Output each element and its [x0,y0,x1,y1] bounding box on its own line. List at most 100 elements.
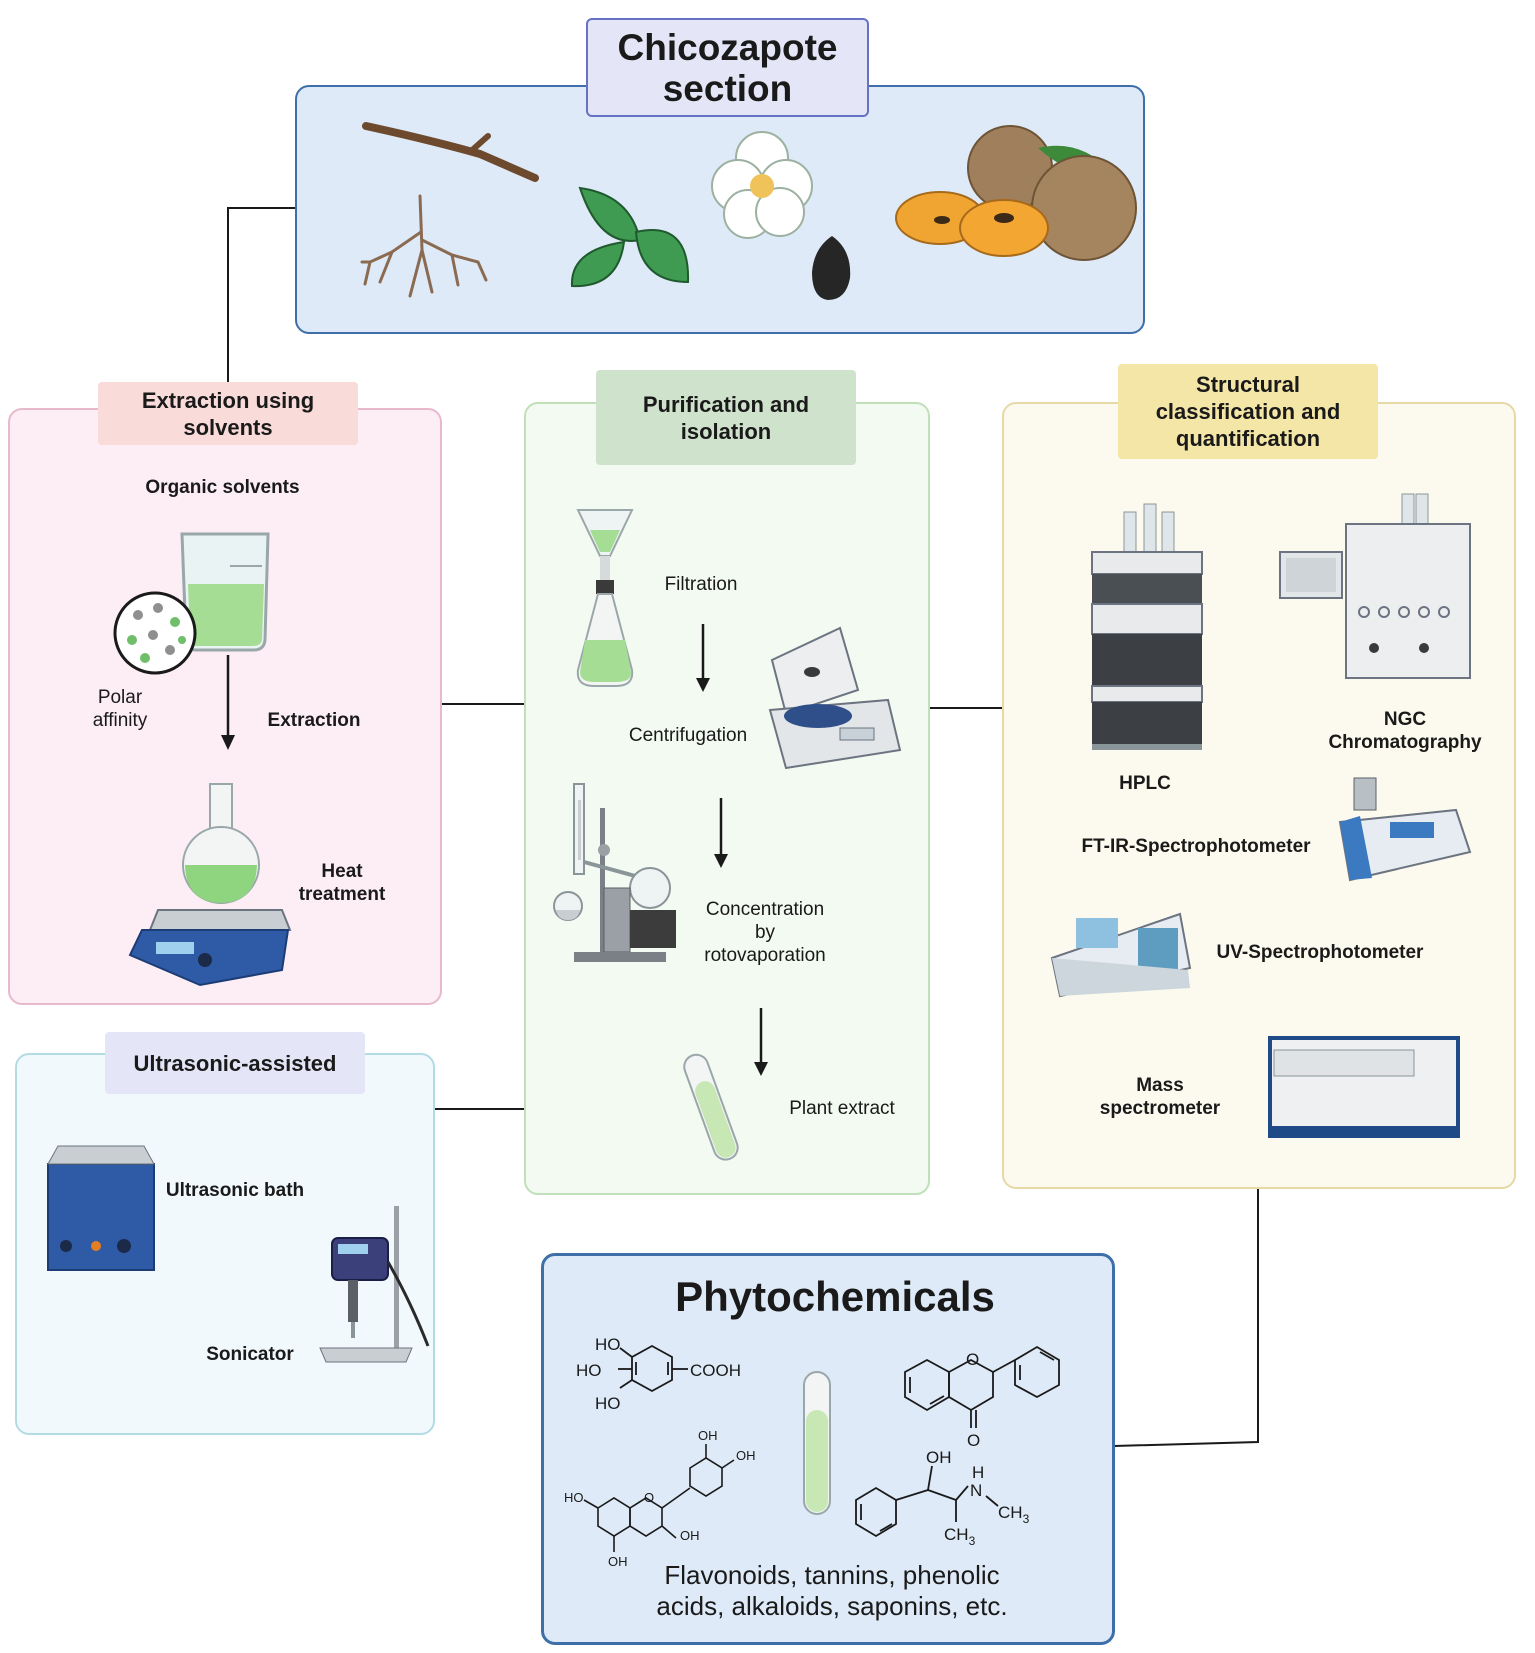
gallic-ho-1: HO [595,1335,621,1354]
structural-tag: Structural classification and quantifica… [1118,364,1378,459]
plant-extract-label: Plant extract [789,1098,895,1119]
centrifugation-label: Centrifugation [628,725,748,746]
sonicator-icon [319,1206,430,1363]
ephedrine-ch3-a: CH3 [998,1503,1030,1526]
title-line-2: section [662,67,793,109]
flask-on-hotplate-icon [128,783,292,987]
phytochemicals-title: Phytochemicals [675,1273,995,1320]
phyto-test-tube-icon [803,1371,831,1515]
glycoside-structure [583,1444,735,1552]
conc-line-3: rotovaporation [704,945,826,966]
chicozapote-title: Chicozapote section [586,18,869,117]
mass-spectrometer-icon [1268,1036,1460,1138]
extraction-tag-line-2: solvents [183,414,273,440]
flower-icon [711,131,813,239]
branch-icon [362,122,539,182]
polar-affinity-label: Polar affinity [82,686,158,732]
conc-line-2: by [754,922,776,943]
extraction-tag: Extraction using solvents [98,382,358,445]
ftir-icon [1338,777,1472,882]
rotary-evaporator-icon [553,783,676,962]
root-icon [360,194,488,298]
uv-spectrophotometer-icon [1050,912,1192,998]
connector-structural-to-phyto [1113,1188,1259,1447]
arrow-down-icon [221,655,235,750]
ultrasonic-bath-label: Ultrasonic bath [165,1180,305,1201]
heat-treatment-label: Heat treatment [292,860,392,906]
arrow-down-icon [754,1008,768,1076]
polar-affinity-circle-icon [113,591,197,675]
heat-line-1: Heat [321,861,363,882]
ephedrine-h: H [972,1463,984,1482]
centrifuge-icon [768,626,902,770]
gallic-ho-3: HO [595,1394,621,1413]
purification-tag-line-2: isolation [680,418,772,444]
flavone-structure [904,1345,1060,1428]
beaker-icon [180,532,270,652]
ephedrine-n: N [970,1481,982,1500]
ngc-label: NGC Chromatography [1320,708,1490,754]
purification-tag-line-1: Purification and [642,391,810,417]
extraction-panel [8,408,442,1005]
ephedrine-structure [855,1465,999,1538]
flavone-o-ring: O [966,1350,979,1369]
gallic-acid-structure [618,1344,688,1393]
glycoside-ho: HO [564,1490,584,1505]
glycoside-oh-4: OH [608,1554,628,1569]
desc-line-1: Flavonoids, tannins, phenolic [664,1560,1000,1590]
ftir-label: FT-IR-Spectrophotometer [1081,836,1311,857]
ephedrine-ch3-b: CH3 [944,1525,976,1548]
arrow-down-icon [714,798,728,868]
hplc-icon [1091,503,1203,750]
polar-line-2: affinity [92,710,148,731]
glycoside-oh-1: OH [698,1428,718,1443]
title-line-1: Chicozapote [617,26,838,68]
extraction-label: Extraction [267,710,361,731]
glycoside-oh-3: OH [680,1528,700,1543]
ephedrine-oh: OH [926,1448,952,1467]
polar-line-1: Polar [97,687,143,708]
structural-tag-line-1: Structural [1196,372,1300,397]
leaves-icon [570,186,690,288]
mass-line-2: spectrometer [1099,1098,1221,1119]
heat-line-2: treatment [298,884,386,905]
hplc-label: HPLC [1119,773,1171,794]
gallic-ho-2: HO [576,1361,602,1380]
sapodilla-fruit-icon [895,125,1137,261]
sonicator-label: Sonicator [206,1344,294,1365]
structural-tag-line-2: classification and [1155,399,1341,424]
glycoside-oh-2: OH [736,1448,756,1463]
structural-tag-line-3: quantification [1175,426,1321,451]
ultrasonic-tag: Ultrasonic-assisted [105,1032,365,1094]
arrow-down-icon [696,624,710,692]
uv-label: UV-Spectrophotometer [1216,942,1424,963]
phytochemicals-description: Flavonoids, tannins, phenolic acids, alk… [622,1560,1042,1622]
ngc-line-1: NGC [1383,709,1427,730]
connector-top-to-extraction [227,207,295,382]
ngc-chromatography-icon [1279,493,1471,679]
glycoside-o: O [644,1490,654,1505]
purification-tag: Purification and isolation [596,370,856,465]
extraction-tag-line-1: Extraction using [141,387,315,413]
filtration-funnel-icon [576,509,634,687]
conc-line-1: Concentration [705,899,825,920]
test-tube-icon [683,1053,739,1161]
organic-solvents-label: Organic solvents [145,477,300,498]
filtration-label: Filtration [664,574,738,595]
mass-spectrometer-label: Mass spectrometer [1090,1074,1230,1120]
ultrasonic-bath-icon [47,1145,155,1271]
gallic-cooh: COOH [690,1361,741,1380]
seed-icon [812,236,851,300]
ultrasonic-tag-label: Ultrasonic-assisted [133,1050,337,1076]
desc-line-2: acids, alkaloids, saponins, etc. [656,1591,1008,1621]
ngc-line-2: Chromatography [1328,732,1482,753]
flavone-o-keto: O [967,1431,980,1450]
mass-line-1: Mass [1136,1075,1184,1096]
